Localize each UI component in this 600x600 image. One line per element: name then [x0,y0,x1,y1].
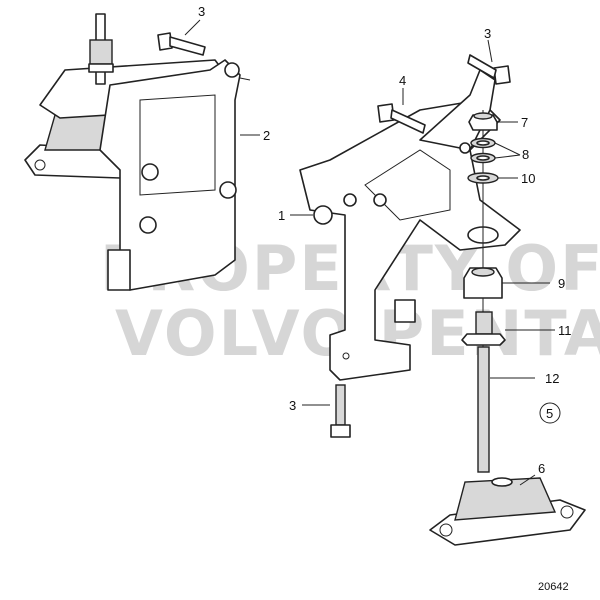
bolt-3-bottom [330,384,351,438]
callout-9: 9 [558,276,565,291]
right-rubber-mount-6 [429,477,586,546]
callout-5-circle [539,402,561,424]
callout-6: 6 [538,461,545,476]
left-stud [88,13,114,85]
callout-11: 11 [558,323,572,338]
bolt-3-top-left [157,32,206,56]
spacer-11 [461,311,506,346]
callout-3-top-right: 3 [484,26,491,41]
leader-lines [184,19,555,486]
nut-9 [463,267,503,299]
bolt-3-top-right [467,54,511,85]
stud-12 [477,346,490,473]
callout-12: 12 [545,371,559,386]
callout-4: 4 [399,73,406,88]
callout-1: 1 [278,208,285,223]
callout-3-bottom: 3 [289,398,296,413]
callout-5: 5 [546,406,553,421]
callout-8: 8 [522,147,529,162]
callout-2: 2 [263,128,270,143]
nut-7 [468,112,498,131]
callout-7: 7 [521,115,528,130]
bracket-2 [99,59,241,291]
callout-10: 10 [521,171,535,186]
drawing-reference-number: 20642 [538,581,569,593]
washer-10 [467,172,499,184]
callout-3-top-left: 3 [198,4,205,19]
bolt-4 [377,103,426,134]
callout-labels: 3 2 3 4 7 8 10 1 9 11 12 3 5 6 20642 [198,4,572,593]
